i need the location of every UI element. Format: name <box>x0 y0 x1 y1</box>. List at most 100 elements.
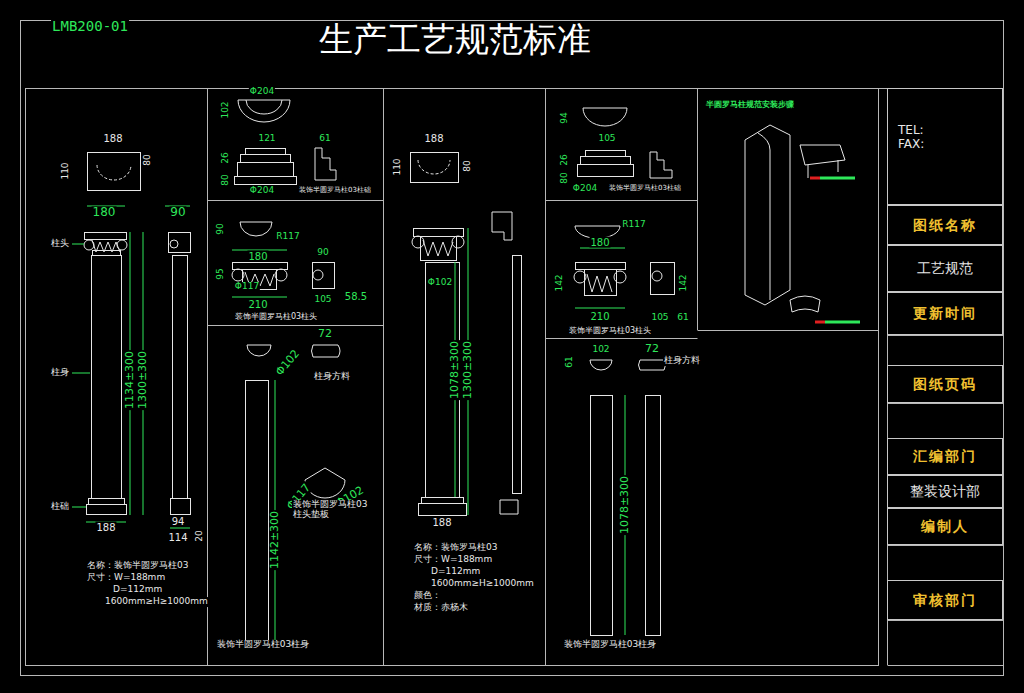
drawing-note: 材质：赤杨木 <box>413 603 469 613</box>
dimension-label: 105 <box>597 134 616 144</box>
dimension-label: 180 <box>589 237 610 248</box>
cell-text: FAX: <box>898 137 924 151</box>
cell-text: 编制人 <box>921 518 969 535</box>
drawing-note: 80 <box>143 153 153 166</box>
dimension-label: 102 <box>221 100 231 119</box>
drawing-note: 188 <box>102 133 123 144</box>
dimension-label: 105 <box>650 313 669 323</box>
dimension-label: 102 <box>591 345 610 355</box>
drawing-note: 名称：装饰罗马柱03 <box>413 543 498 553</box>
drawing-note: 柱身方料 <box>313 372 351 382</box>
dimension-label: 26 <box>221 151 231 164</box>
title-block-cell: 整装设计部 <box>887 475 1003 508</box>
dimension-label: 1300±300 <box>137 350 149 410</box>
dimension-label: 80 <box>560 171 570 184</box>
drawing-note: 颜色： <box>413 591 442 601</box>
title-block-cell: 编制人 <box>887 508 1003 545</box>
install-arrows <box>810 178 825 322</box>
drawing-note: 188 <box>95 522 116 533</box>
drawing-note: 1600mm≥H≥1000mm <box>104 597 209 607</box>
drawing-note: 114 <box>167 532 188 543</box>
title-block-cell: 更新时间 <box>887 292 1003 335</box>
title-block-cell: 图纸页码 <box>887 365 1003 403</box>
drawing-note: 装饰半圆罗马柱03柱头 <box>568 327 652 336</box>
drawing-title: 生产工艺规范标准 <box>318 21 592 58</box>
drawing-note: 柱身 <box>50 368 70 378</box>
cell-text: 审核部门 <box>913 592 977 609</box>
dimension-label: 61 <box>318 134 331 144</box>
dimension-label: 半圆罗马柱规范安装步骤 <box>705 101 795 110</box>
dimension-label: Φ102 <box>273 347 303 379</box>
frame-lines <box>21 21 1004 676</box>
dimension-label: 61 <box>565 355 575 368</box>
dimension-label: 90 <box>169 206 186 219</box>
drawing-note: 80 <box>463 159 473 172</box>
dimension-label: 90 <box>316 248 329 258</box>
dimension-label: LMB200-01 <box>51 19 129 34</box>
column-drawings <box>84 100 845 641</box>
drawing-note: 110 <box>61 161 71 180</box>
dimension-label: 80 <box>221 173 231 186</box>
drawing-note: 188 <box>431 517 452 528</box>
dimension-label: 180 <box>92 206 117 219</box>
drawing-note: 装饰半圆罗马柱03柱头 <box>234 313 318 322</box>
dimension-label: 90 <box>216 222 226 235</box>
drawing-note: 装饰半圆罗马柱03柱身 <box>563 640 657 650</box>
cell-text: TEL: <box>898 123 924 137</box>
dimension-label: 94 <box>560 111 570 124</box>
dimension-lines <box>72 178 860 640</box>
dimension-label: Φ204 <box>572 184 598 194</box>
drawing-note: 装饰半圆罗马柱03柱础 <box>298 187 372 195</box>
drawing-note: 110 <box>393 157 403 176</box>
drawing-note: D=112mm <box>430 567 481 577</box>
dimension-label: 210 <box>589 311 610 322</box>
dimension-label: 210 <box>247 299 268 310</box>
drawing-note: D=112mm <box>112 585 163 595</box>
dimension-label: 142 <box>679 273 689 292</box>
dimension-label: 72 <box>644 343 660 355</box>
drawing-note: 名称：装饰半圆罗马柱03 <box>86 561 189 571</box>
dimension-label: 72 <box>317 328 333 340</box>
title-block-cell: TEL:FAX: <box>887 88 1003 205</box>
title-block-cell: 图纸名称 <box>887 205 1003 245</box>
dimension-label: 1134±300 <box>124 350 136 410</box>
drawing-note: 装饰半圆罗马柱03柱身 <box>216 640 310 650</box>
drawing-note: 20 <box>195 529 205 542</box>
cell-text: 图纸页码 <box>913 376 977 393</box>
drawing-note: 柱身方料 <box>663 356 701 366</box>
drawing-note: 柱头 <box>50 239 70 249</box>
drawing-note: 188 <box>423 133 444 144</box>
dimension-label: 105 <box>313 295 332 305</box>
cell-text: 工艺规范 <box>917 260 973 277</box>
dimension-label: Φ117 <box>234 282 260 292</box>
title-block-cell: 工艺规范 <box>887 245 1003 292</box>
cell-text: 图纸名称 <box>913 217 977 234</box>
title-block-cell: 汇编部门 <box>887 438 1003 475</box>
drawing-note: 94 <box>171 516 186 527</box>
drawing-note: 装饰半圆罗马柱03 柱头垫板 <box>292 500 374 520</box>
dimension-label: 1142±300 <box>269 510 281 570</box>
dimension-label: 142 <box>555 273 565 292</box>
dimension-label: 58.5 <box>344 291 368 302</box>
dimension-label: 26 <box>560 153 570 166</box>
drawing-note: 尺寸：W=188mm <box>413 555 493 565</box>
dimension-label: 1078±300 <box>619 475 631 535</box>
dimension-label: 61 <box>676 313 689 323</box>
drawing-note: 装饰半圆罗马柱03柱础 <box>608 185 682 193</box>
dimension-label: 121 <box>257 134 276 144</box>
dimension-label: Φ204 <box>249 87 275 97</box>
cell-text: 整装设计部 <box>910 483 980 500</box>
dimension-label: 1300±300 <box>462 340 474 400</box>
title-block-cell: 审核部门 <box>887 580 1003 620</box>
dimension-label: 1078±300 <box>449 340 461 400</box>
dimension-label: 180 <box>247 251 268 262</box>
dimension-label: R117 <box>275 232 300 242</box>
drawing-note: 1600mm≥H≥1000mm <box>430 579 535 589</box>
cell-text: 汇编部门 <box>913 448 977 465</box>
cell-text: 更新时间 <box>913 305 977 322</box>
drawing-note: 尺寸：W=188mm <box>86 573 166 583</box>
dimension-label: Φ204 <box>249 186 275 196</box>
dimension-label: 95 <box>216 267 226 280</box>
dimension-label: R117 <box>621 220 646 230</box>
